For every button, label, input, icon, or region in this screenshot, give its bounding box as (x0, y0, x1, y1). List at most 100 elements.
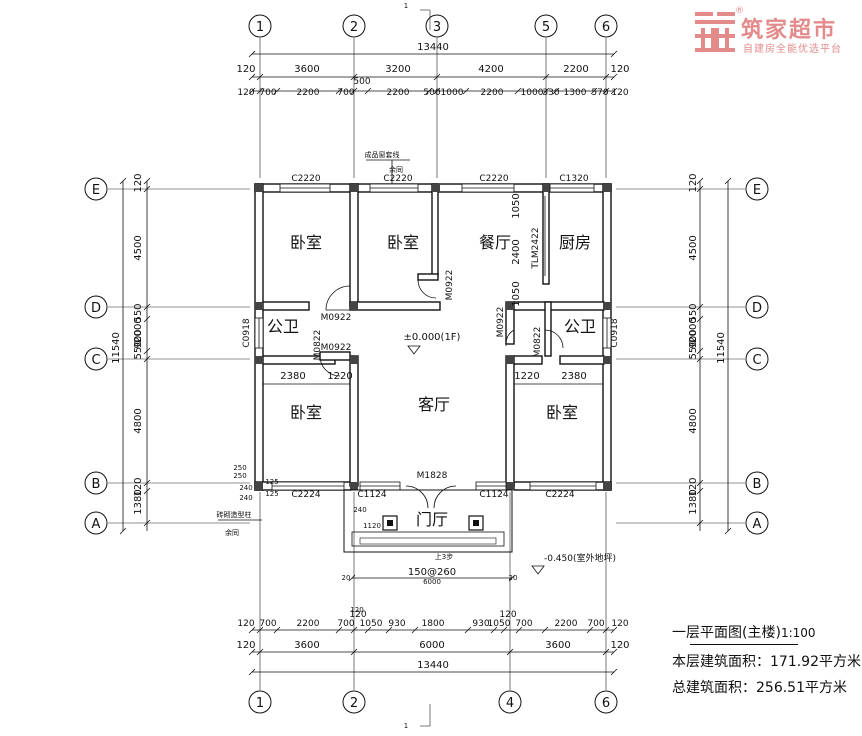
dimension-tick (490, 626, 498, 634)
dimension-tick (248, 87, 256, 95)
axis-bubble (745, 177, 769, 201)
room-label: 卧室 (290, 403, 322, 422)
dimension-tick (143, 303, 151, 311)
structural-column (543, 184, 551, 192)
axis-label: B (753, 477, 762, 492)
dimension-tick (724, 177, 732, 185)
door-swing (433, 485, 457, 509)
room-label: 卧室 (546, 403, 578, 422)
opening-label: C0918 (610, 318, 620, 347)
dimension-label: 1220 (327, 371, 352, 382)
dimension-label: 2380 (561, 371, 586, 382)
dimension-tick (602, 87, 610, 95)
dimension-label: 1380 (688, 489, 699, 514)
dimension-tick (610, 50, 618, 58)
opening-label: C2220 (479, 174, 508, 184)
total-area-note: 总建筑面积：256.51平方米 (672, 680, 847, 696)
dimension-tick (500, 626, 508, 634)
dimension-label: 700 (259, 619, 276, 629)
dimension-label: 2380 (280, 371, 305, 382)
brand-name: 筑家超市 (741, 18, 838, 43)
dimension-label: 500 (353, 77, 370, 87)
porch-column-core (473, 520, 479, 526)
dimension-tick (143, 185, 151, 193)
interior-wall (542, 183, 550, 285)
dimension-tick (602, 73, 610, 81)
dimension-tick (602, 626, 610, 634)
axis-bubble (594, 14, 618, 38)
annotation: 125 (265, 490, 278, 498)
dimension-label: 11540 (111, 332, 122, 364)
dimension-tick (256, 626, 264, 634)
interior-wall (349, 183, 359, 307)
dimension-label: 2000 (133, 317, 144, 342)
structural-column (603, 482, 611, 490)
dimension-tick (364, 87, 372, 95)
opening-label: C1124 (357, 490, 386, 500)
dimension-tick (248, 648, 256, 656)
dimension-label: 1050 (488, 619, 511, 629)
dimension-label: 3600 (294, 64, 319, 75)
dimension-label: 1380 (133, 489, 144, 514)
dimension-label: 120 (611, 619, 628, 629)
dimension-tick (248, 73, 256, 81)
dimension-tick (256, 73, 264, 81)
dimension-label: 1220 (514, 371, 539, 382)
axis-label: 5 (542, 20, 550, 35)
axis-label: A (92, 517, 101, 532)
dimension-tick (143, 355, 151, 363)
dimension-tick (462, 87, 470, 95)
dimension-label: 3600 (545, 640, 570, 651)
dimension-label: 1000 (441, 88, 464, 98)
structural-column (603, 356, 611, 364)
dimension-tick (350, 648, 358, 656)
dimension-tick (433, 73, 441, 81)
dimension-tick (119, 527, 127, 535)
dimension-tick (256, 648, 264, 656)
dimension-tick (350, 87, 358, 95)
axis-label: D (91, 301, 101, 316)
dimension-label: 120 (237, 619, 254, 629)
room-label: 门厅 (416, 510, 448, 529)
dimension-tick (119, 177, 127, 185)
structural-column (506, 482, 514, 490)
annotation: 成品窗套线 (365, 150, 400, 159)
floor-area-note: 本层建筑面积：171.92平方米 (672, 654, 861, 670)
elevation-marker (407, 345, 421, 355)
axis-label: E (753, 183, 761, 198)
dimension-tick (506, 648, 514, 656)
structural-column (350, 184, 358, 192)
structural-column (255, 184, 263, 192)
dimension-label: 1300 (564, 88, 587, 98)
opening-label: C2220 (291, 174, 320, 184)
dimension-tick (552, 87, 560, 95)
room-label: 客厅 (418, 395, 450, 414)
dimension-tick (248, 626, 256, 634)
dimension-label: 11540 (716, 332, 727, 364)
axis-label: 3 (433, 20, 441, 35)
porch-step (359, 537, 497, 545)
dimension-label: 120 (611, 88, 628, 98)
axis-bubble (498, 690, 522, 714)
opening-label: M0922 (496, 307, 506, 338)
brand-tagline: 自建房全能优选平台 (743, 44, 842, 55)
structural-column (432, 184, 440, 192)
axis-label: A (753, 517, 762, 532)
interior-wall (513, 301, 605, 311)
dimension-label: 900 (688, 329, 699, 348)
interior-wall (505, 355, 515, 487)
axis-bubble (745, 471, 769, 495)
title-underline (690, 644, 798, 645)
axis-bubble (84, 177, 108, 201)
dimension-tick (586, 626, 594, 634)
dimension-tick (143, 519, 151, 527)
dimension-tick (541, 626, 549, 634)
annotation: 1120 (363, 522, 381, 530)
annotation: 余同 (225, 528, 239, 537)
dimension-tick (696, 519, 704, 527)
dimension-label: 2200 (481, 88, 504, 98)
axis-bubble (425, 14, 449, 38)
annotation: 250 (233, 472, 246, 480)
